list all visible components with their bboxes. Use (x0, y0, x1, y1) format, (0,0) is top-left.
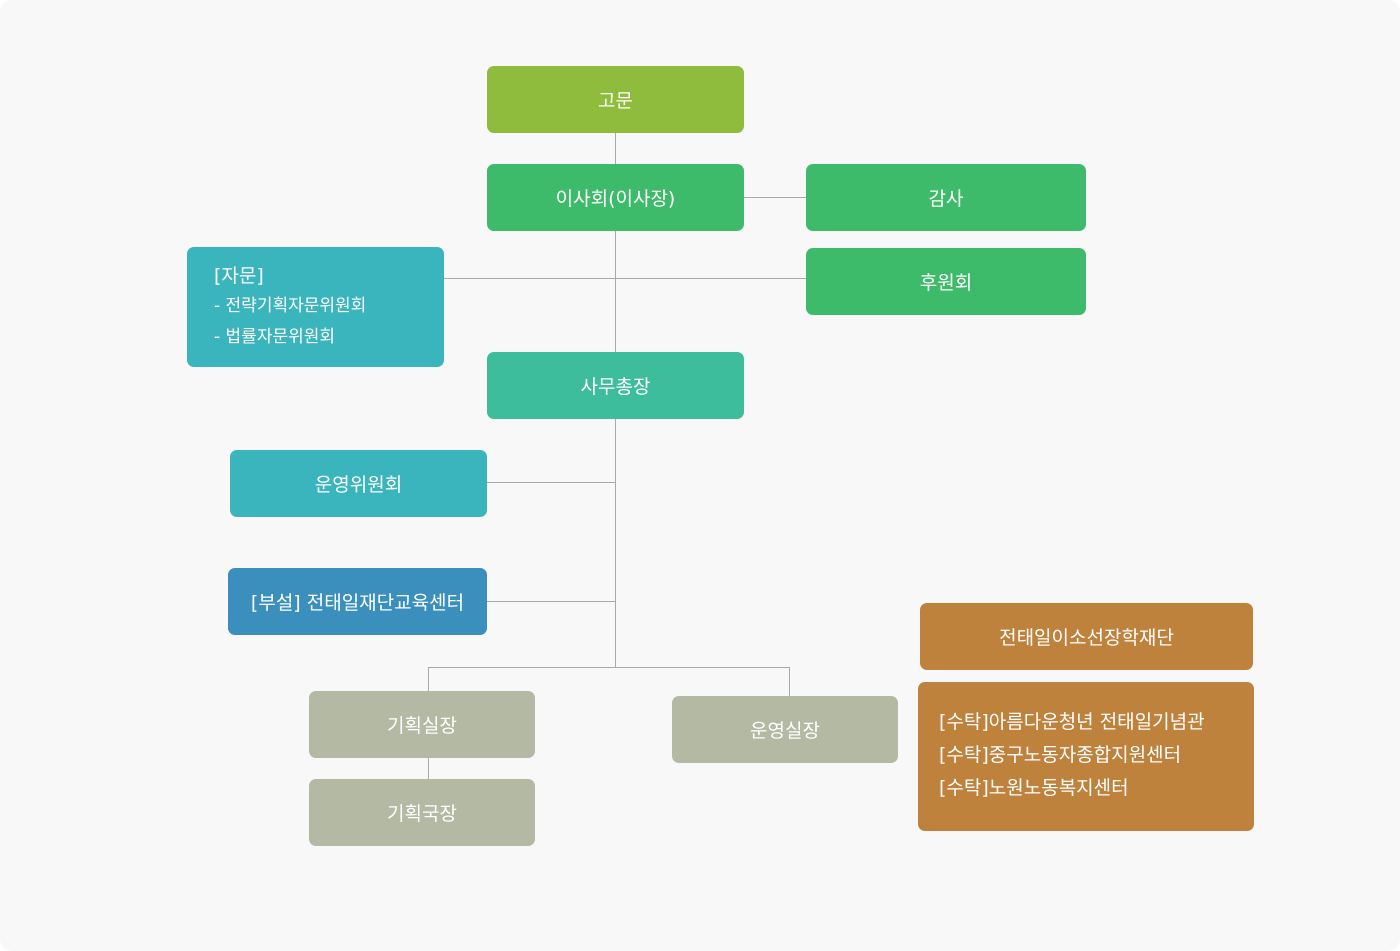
consigned-center-item: [수탁]중구노동자종합지원센터 (939, 744, 1182, 766)
supporters-label: 후원회 (919, 272, 973, 294)
operations-director-label: 운영실장 (750, 720, 820, 742)
secretary-general-label: 사무총장 (580, 376, 651, 398)
education-center-box: [부설] 전태일재단교육센터 (228, 568, 487, 635)
planning-bureau-box: 기획국장 (309, 779, 535, 846)
advisor-label: 고문 (598, 90, 633, 112)
consigned-center-item: [수탁]아름다운청년 전태일기념관 (939, 711, 1205, 733)
board-label: 이사회(이사장) (555, 188, 676, 210)
advisor-box: 고문 (487, 66, 744, 133)
scholarship-foundation-box: 전태일이소선장학재단 (920, 603, 1253, 670)
board-box: 이사회(이사장) (487, 164, 744, 231)
scholarship-foundation-label: 전태일이소선장학재단 (999, 627, 1174, 649)
supporters-box: 후원회 (806, 248, 1086, 315)
operations-director-box: 운영실장 (672, 696, 898, 763)
consigned-centers-box: [수탁]아름다운청년 전태일기념관 [수탁]중구노동자종합지원센터 [수탁]노원… (918, 682, 1254, 831)
advisory-item: - 전략기획자문위원회 (214, 296, 367, 316)
advisory-box: [자문] - 전략기획자문위원회 - 법률자문위원회 (187, 247, 444, 367)
education-center-label: [부설] 전태일재단교육센터 (250, 592, 465, 614)
steering-committee-box: 운영위원회 (230, 450, 487, 517)
advisory-title: [자문] (214, 265, 264, 287)
secretary-general-box: 사무총장 (487, 352, 744, 419)
steering-committee-label: 운영위원회 (314, 474, 403, 496)
planning-director-box: 기획실장 (309, 691, 535, 758)
consigned-center-item: [수탁]노원노동복지센터 (939, 777, 1129, 799)
audit-label: 감사 (928, 188, 964, 210)
planning-director-label: 기획실장 (387, 715, 457, 737)
advisory-item: - 법률자문위원회 (214, 327, 336, 347)
planning-bureau-label: 기획국장 (387, 803, 457, 825)
audit-box: 감사 (806, 164, 1086, 231)
